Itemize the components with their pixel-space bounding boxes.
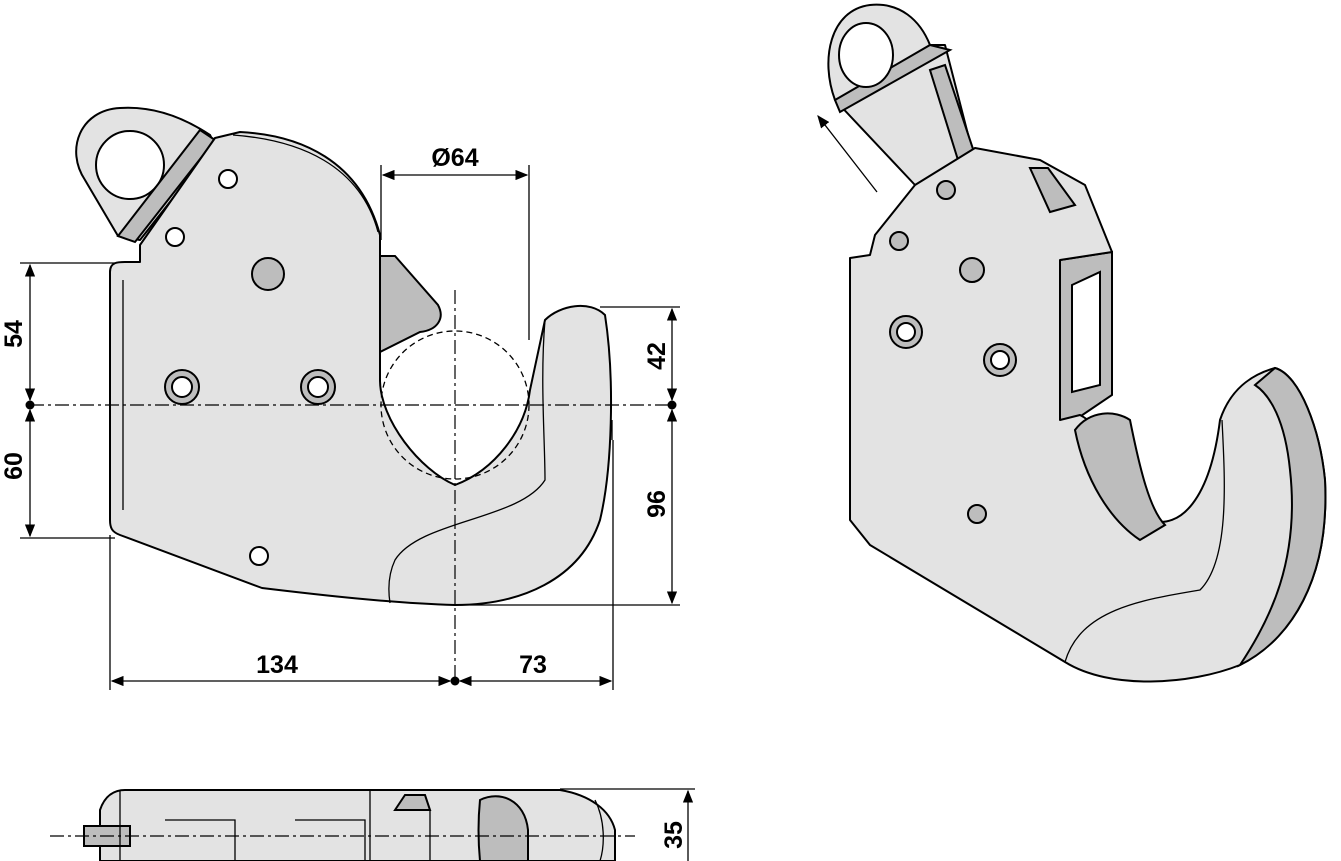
lower-height-label: 60 bbox=[0, 452, 28, 480]
diameter-label: Ø64 bbox=[431, 144, 478, 172]
upper-height-label: 54 bbox=[0, 320, 28, 348]
center-pin bbox=[251, 257, 285, 291]
thickness-label: 35 bbox=[660, 821, 688, 849]
small-hole bbox=[218, 169, 238, 189]
isometric-view bbox=[817, 3, 1327, 683]
small-hole bbox=[165, 227, 185, 247]
hook-upper-label: 42 bbox=[643, 342, 671, 370]
small-hole bbox=[249, 546, 269, 566]
eyelet-hole bbox=[95, 130, 165, 200]
iso-hook-body bbox=[849, 147, 1327, 683]
front-view: Ø64 54 60 42 96 134 73 bbox=[0, 106, 680, 690]
hook-body bbox=[109, 131, 613, 606]
hook-lower-label: 96 bbox=[643, 490, 671, 518]
top-view: 35 bbox=[50, 788, 695, 861]
latch-trigger bbox=[379, 255, 442, 354]
body-width-label: 134 bbox=[256, 651, 298, 679]
hook-width-label: 73 bbox=[519, 651, 547, 679]
